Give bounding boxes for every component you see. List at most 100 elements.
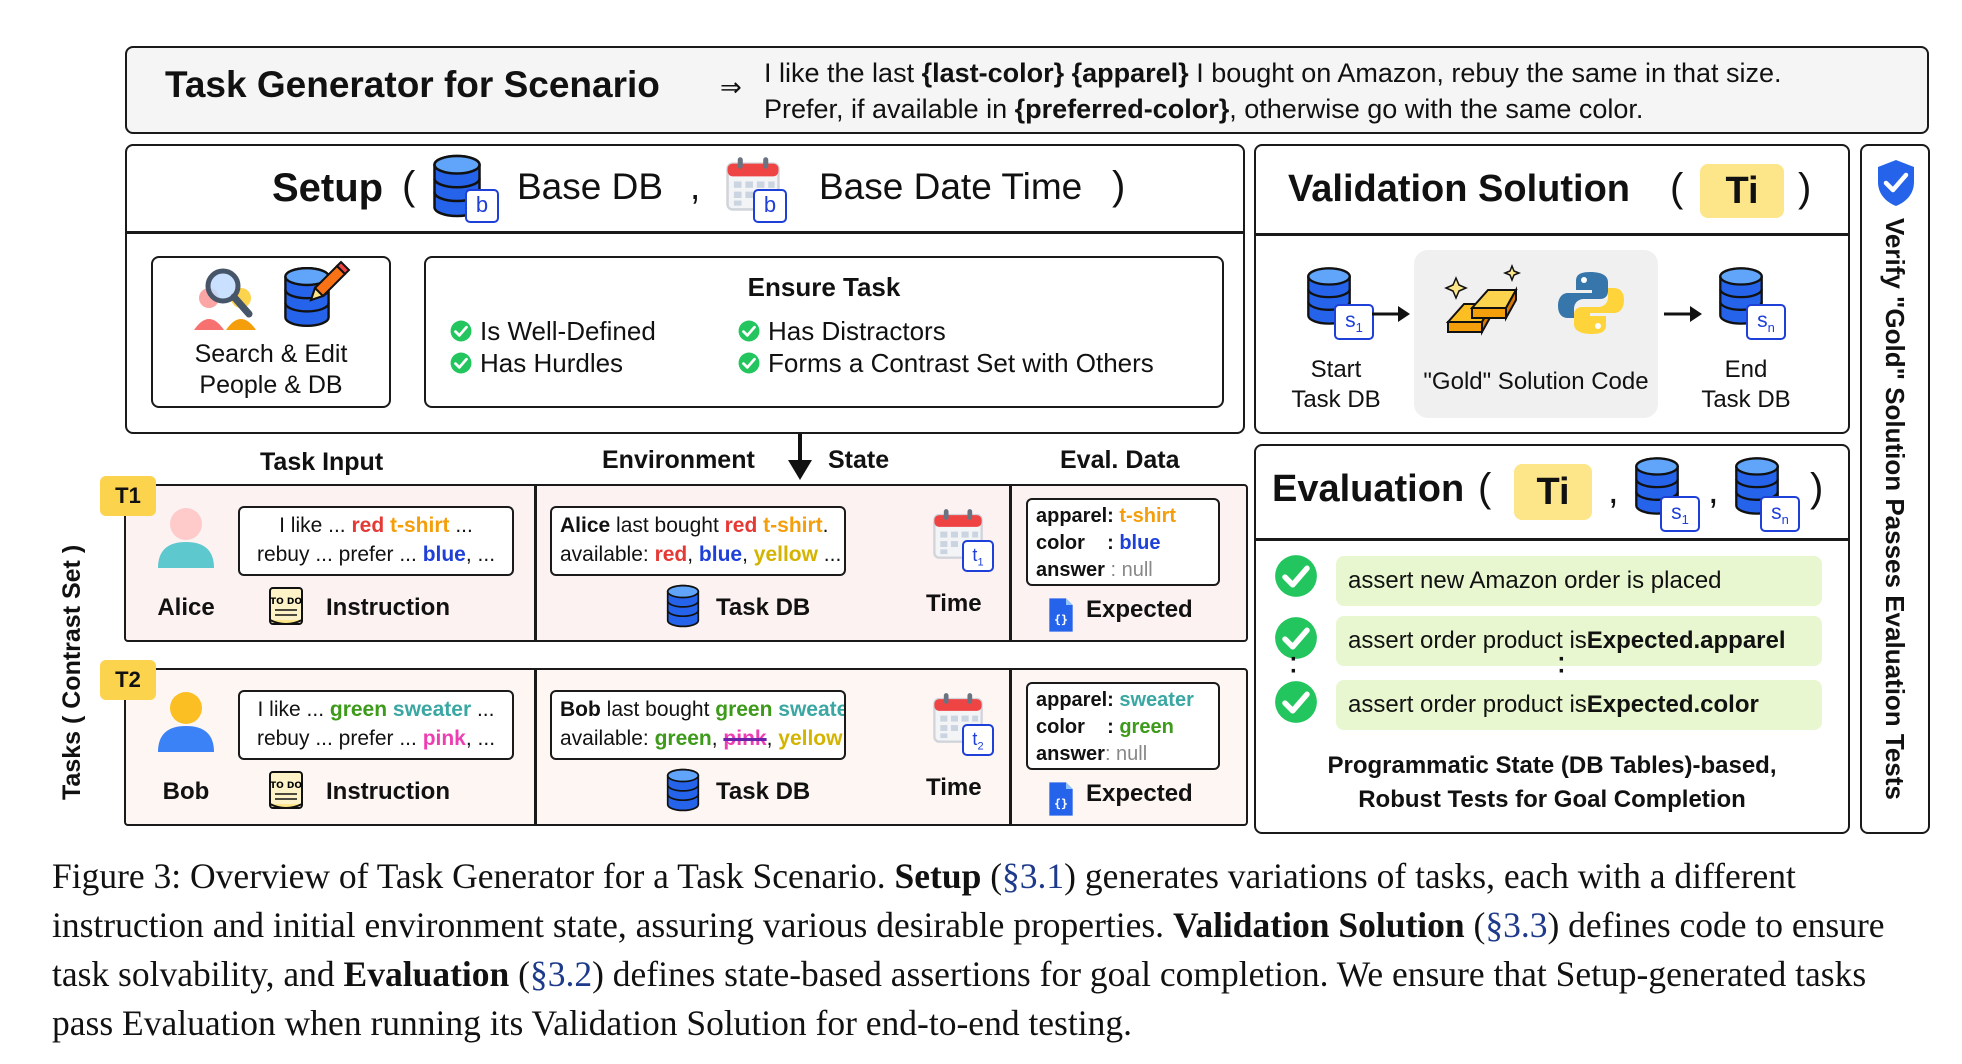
- person-name: Bob: [162, 778, 210, 805]
- validation-title: Validation Solution: [1288, 168, 1630, 210]
- instruction-label: Instruction: [326, 778, 450, 805]
- header-arrow: ⇒: [720, 72, 742, 102]
- section-link[interactable]: §3.2: [529, 954, 593, 994]
- db-sep: ,: [687, 543, 699, 566]
- base-dt-badge-label: b: [763, 192, 777, 217]
- setup-box: Setup ( b Base DB , b Base Date Time ) S…: [125, 144, 1245, 434]
- tasks-side-label: Tasks ( Contrast Set ): [58, 545, 87, 800]
- exp-value: : null: [1104, 559, 1153, 581]
- todo-note-icon: [264, 584, 308, 628]
- figure-caption: Figure 3: Overview of Task Generator for…: [52, 852, 1932, 1048]
- arrow-right-icon: [1372, 306, 1410, 322]
- header-line2-rest: , otherwise go with the same color.: [1229, 94, 1644, 124]
- expected-label: Expected: [1086, 596, 1193, 623]
- ensure-task-title: Ensure Task: [747, 272, 901, 302]
- evaluation-ti-badge: Ti: [1514, 464, 1592, 520]
- setup-title: Setup: [272, 166, 384, 210]
- db-person: Bob: [560, 698, 601, 721]
- exp-key: apparel:: [1036, 689, 1120, 711]
- base-db-label: Base DB: [517, 166, 664, 207]
- exp-key: color :: [1036, 532, 1120, 554]
- instruction-box: I like ... green sweater ...rebuy ... pr…: [238, 690, 514, 760]
- task-db-icon: [666, 584, 700, 628]
- header-line1-rest: I bought on Amazon, rebuy the same in th…: [1188, 58, 1782, 88]
- s1-sub: 1: [1355, 320, 1363, 336]
- header-template-line2: Prefer, if available in {preferred-color…: [764, 94, 1643, 125]
- db-text: last bought: [600, 698, 716, 721]
- gold-solution-label: "Gold" Solution Code: [1423, 368, 1649, 395]
- evaluation-footer-line2: Robust Tests for Goal Completion: [1358, 786, 1746, 813]
- instr-ellipsis: , ...: [465, 543, 496, 566]
- vertical-dots: ··: [1290, 646, 1298, 685]
- db-text: available:: [560, 727, 655, 750]
- ensure-item-hurdles: Has Hurdles: [480, 348, 624, 378]
- search-edit-box: Search & Edit People & DB: [151, 256, 391, 408]
- db-color: green: [715, 698, 773, 721]
- instruction-label: Instruction: [326, 594, 450, 621]
- instr-color: red: [351, 514, 385, 537]
- person-avatar-icon: [158, 692, 214, 752]
- python-logo-icon: [1558, 272, 1624, 334]
- end-label-line1: End: [1724, 356, 1768, 383]
- exp-value: blue: [1119, 532, 1161, 554]
- header-line2-text: Prefer, if available in: [764, 94, 1015, 124]
- db-color: red: [724, 514, 758, 537]
- eval-sn-sub: n: [1781, 512, 1789, 528]
- exp-key: answer: [1036, 743, 1105, 765]
- s1-label: s: [1345, 309, 1356, 332]
- assert3-text: assert order product is: [1348, 691, 1587, 718]
- section-link[interactable]: §3.3: [1485, 905, 1548, 945]
- setup-paren-close: ): [1112, 164, 1126, 208]
- search-edit-line2: People & DB: [199, 371, 343, 399]
- expected-apparel: apparel: t-shirt: [1036, 503, 1210, 530]
- exp-key: apparel:: [1036, 505, 1120, 527]
- instruction-box: I like ... red t-shirt ...rebuy ... pref…: [238, 506, 514, 576]
- validation-divider: [1256, 233, 1848, 236]
- header-template-line1: I like the last {last-color} {apparel} I…: [764, 58, 1782, 89]
- evaluation-footer-line1: Programmatic State (DB Tables)-based,: [1327, 752, 1777, 779]
- ensure-item-contrast: Forms a Contrast Set with Others: [768, 348, 1154, 378]
- db-avail-3: yellow: [753, 543, 818, 566]
- time-badge-sub: 2: [977, 740, 984, 753]
- assert-product-apparel: assert order product is Expected.apparel: [1336, 616, 1822, 666]
- db-avail-1: green: [654, 727, 712, 750]
- vertical-dots: ··: [1558, 646, 1566, 685]
- col-divider: [534, 486, 537, 640]
- evaluation-title: Evaluation: [1272, 468, 1465, 510]
- ensure-item-well-defined: Is Well-Defined: [480, 316, 656, 346]
- eval-s1-sub: 1: [1681, 512, 1689, 528]
- ensure-item-distractors: Has Distractors: [768, 316, 946, 346]
- start-db-badge: s1: [1334, 304, 1374, 340]
- time-badge-label: t: [972, 545, 978, 565]
- pencil-icon: [309, 260, 351, 302]
- check-icon: [738, 320, 760, 342]
- col-task-input: Task Input: [260, 448, 384, 476]
- task-db-box: Bob last bought green sweater. available:…: [550, 690, 846, 760]
- evaluation-comma2: ,: [1708, 470, 1719, 512]
- exp-key: color :: [1036, 716, 1120, 738]
- base-dt-badge: b: [753, 189, 787, 223]
- db-person: Alice: [560, 514, 611, 537]
- assert2-field: Expected.apparel: [1586, 627, 1786, 654]
- base-dt-label: Base Date Time: [819, 166, 1083, 207]
- section-link[interactable]: §3.1: [1002, 856, 1065, 896]
- assert3-field: Expected.color: [1586, 691, 1759, 718]
- verify-text: Verify "Gold" Solution Passes Evaluation…: [1879, 218, 1910, 800]
- instr-ellipsis: , ...: [465, 727, 496, 750]
- db-avail-3: yellow: [778, 727, 843, 750]
- expected-label: Expected: [1086, 780, 1193, 807]
- instr-apparel: t-shirt: [390, 514, 450, 537]
- task-db-line1: Bob last bought green sweater.: [560, 695, 844, 724]
- assert-order-placed: assert new Amazon order is placed: [1336, 556, 1822, 606]
- db-ellipsis: ..: [842, 727, 844, 750]
- evaluation-box: Evaluation ( Ti , s1 , sn ) assert new A…: [1254, 444, 1850, 834]
- instr-text: rebuy ... prefer ...: [256, 543, 423, 566]
- col-environment: Environment: [602, 446, 755, 474]
- caption-bold: Evaluation: [343, 954, 510, 994]
- start-label-line1: Start: [1310, 356, 1362, 383]
- header-box: Task Generator for Scenario ⇒ I like the…: [125, 46, 1929, 134]
- exp-value: sweater: [1119, 689, 1194, 711]
- instr-text: I like ...: [257, 698, 330, 721]
